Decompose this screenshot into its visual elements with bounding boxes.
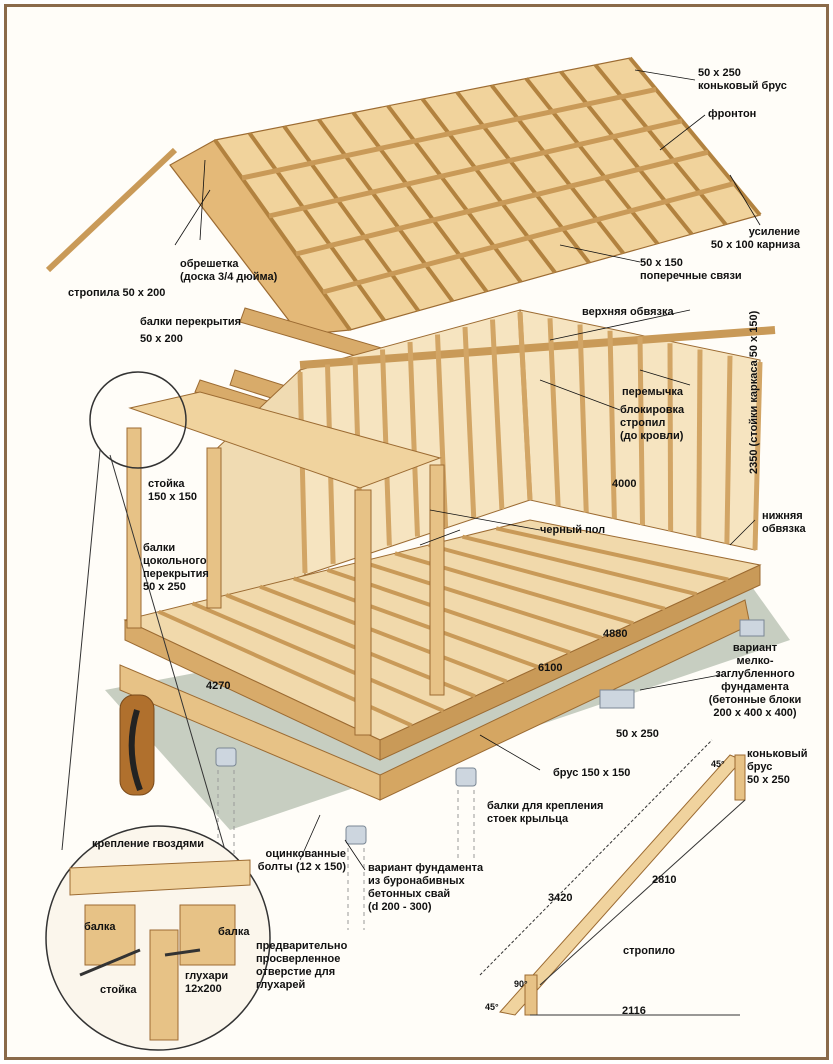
label-beam-150: брус 150 x 150 (553, 767, 631, 779)
label-nail-fastening: крепление гвоздями (92, 838, 205, 850)
label-rafter-detail: стропило (623, 945, 675, 957)
dim-2116: 2116 (622, 1005, 646, 1017)
dim-4880: 4880 (603, 628, 628, 640)
angle-top: 45° (711, 759, 725, 769)
label-subfloor: черный пол (540, 524, 606, 536)
roof-lathing (241, 86, 735, 295)
label-beam-left: балка (84, 921, 116, 933)
label-lathing: обрешетка(доска 3/4 дюйма) (180, 258, 278, 283)
floor-joists (157, 526, 729, 728)
label-gable: фронтон (708, 108, 757, 120)
label-50x250: 50 x 250 (616, 728, 659, 740)
angle-mid: 90° (514, 979, 528, 989)
porch-posts (126, 391, 445, 736)
label-beam-right: балка (218, 926, 250, 938)
foundation (119, 619, 765, 845)
detail-callout-circle (89, 371, 187, 469)
joint-detail (69, 859, 251, 1041)
angle-bottom: 45° (485, 1002, 499, 1012)
dim-4270: 4270 (206, 680, 231, 692)
rafter-detail (479, 739, 746, 1016)
label-wall-height: 2350 (стойки каркаса 50 x 150) (748, 310, 760, 474)
dim-3420: 3420 (548, 892, 573, 904)
roof-rafters (213, 56, 762, 332)
label-post-detail: стойка (100, 984, 137, 996)
dim-2810: 2810 (652, 874, 677, 886)
label-top-plate: верхняя обвязка (582, 306, 674, 318)
detail-connector (61, 449, 101, 851)
detail-connector (109, 454, 226, 851)
dim-4000: 4000 (612, 478, 637, 490)
label-lintel: перемычка (622, 386, 683, 398)
label-rafters: стропила 50 x 200 (68, 287, 166, 299)
roof (45, 57, 762, 336)
leader-lines (174, 69, 761, 871)
dim-6100: 6100 (538, 662, 563, 674)
